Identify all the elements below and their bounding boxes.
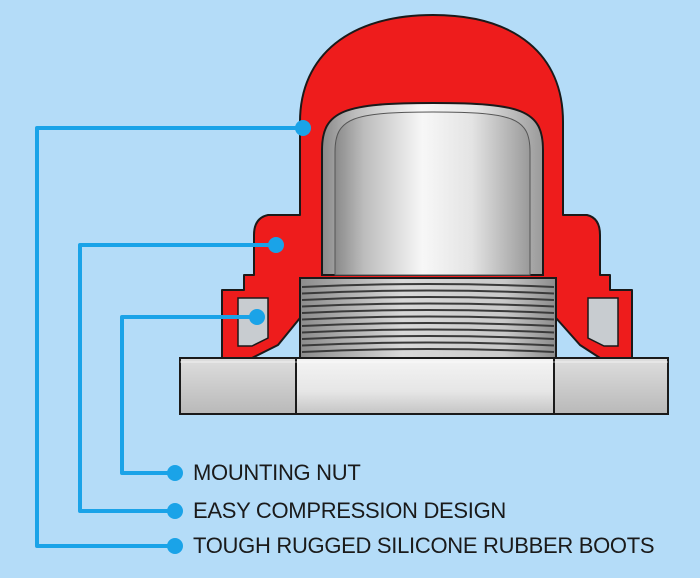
label-mounting-nut: MOUNTING NUT (193, 460, 361, 485)
thread-line (301, 328, 555, 334)
callout-dot-boots-label (167, 538, 183, 554)
boot-groove-right (587, 297, 619, 347)
thread-line (301, 315, 555, 321)
leader-line-boots (35, 126, 303, 548)
callout-dot-nut-label (167, 465, 183, 481)
switch-cap-inner (334, 111, 531, 276)
label-easy-compression-design: EASY COMPRESSION DESIGN (193, 498, 506, 523)
thread-line (301, 341, 555, 347)
threaded-bushing (299, 277, 557, 359)
thread-line (301, 309, 555, 314)
label-tough-rugged-silicone-rubber-boots: TOUGH RUGGED SILICONE RUBBER BOOTS (193, 533, 655, 558)
thread-line (301, 322, 555, 327)
thread-line (301, 296, 555, 301)
callout-dot-boot-side (268, 237, 284, 253)
thread-line (301, 348, 555, 353)
callout-dot-compression-label (167, 503, 183, 519)
leader-line-nut (120, 315, 257, 475)
thread-line (301, 289, 555, 295)
thread-line (301, 283, 555, 288)
thread-line (301, 302, 555, 308)
mounting-nut (179, 357, 669, 415)
leader-line-compression (78, 243, 276, 513)
callout-dot-boot-top (295, 120, 311, 136)
thread-line (301, 335, 555, 340)
callout-dot-groove (249, 309, 265, 325)
